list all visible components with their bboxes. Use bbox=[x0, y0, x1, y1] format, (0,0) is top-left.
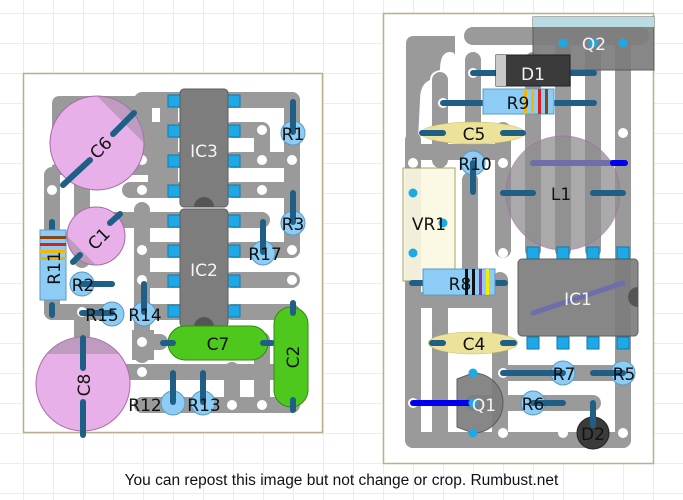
c8-label: C8 bbox=[75, 374, 95, 397]
resistor-r7[interactable]: R7 bbox=[500, 360, 576, 386]
d2-label: D2 bbox=[581, 425, 605, 445]
resistor-r2[interactable]: R2 bbox=[69, 271, 115, 297]
resistor-r10[interactable]: R10 bbox=[458, 150, 492, 195]
capacitor-c5[interactable]: C5 bbox=[419, 121, 526, 145]
left-board: C6 C1 R11 R2 bbox=[22, 72, 324, 438]
resistor-r11[interactable]: R11 bbox=[39, 219, 67, 318]
diode-d2[interactable]: D2 bbox=[576, 400, 610, 450]
r15-label: R15 bbox=[85, 306, 118, 326]
r2-label: R2 bbox=[72, 276, 95, 296]
vr1-label: VR1 bbox=[412, 215, 446, 235]
c2-label: C2 bbox=[284, 346, 304, 369]
resistor-r17[interactable]: R17 bbox=[248, 219, 282, 266]
c7-label: C7 bbox=[207, 335, 230, 355]
r8-band-1 bbox=[465, 269, 468, 295]
inductor-l1[interactable]: L1 bbox=[500, 135, 628, 251]
left-holes bbox=[47, 125, 297, 410]
r14-label: R14 bbox=[128, 306, 161, 326]
r8-band-4 bbox=[486, 269, 489, 295]
r11-band-3 bbox=[40, 250, 66, 253]
ic-ic1[interactable]: IC1 bbox=[517, 246, 639, 350]
capacitor-c4[interactable]: C4 bbox=[427, 331, 519, 355]
r8-band-2 bbox=[472, 269, 475, 295]
right-board: Q2 D1 R9 C5 bbox=[382, 12, 655, 465]
r8-label: R8 bbox=[449, 275, 472, 295]
r12-label: R12 bbox=[128, 396, 161, 416]
r17-label: R17 bbox=[248, 245, 281, 265]
r11-label: R11 bbox=[45, 251, 65, 284]
capacitor-c6[interactable]: C6 bbox=[49, 95, 145, 191]
l1-label: L1 bbox=[551, 185, 571, 205]
capacitor-c1[interactable]: C1 bbox=[66, 206, 126, 266]
r9-band-1 bbox=[524, 89, 527, 114]
q2-label: Q2 bbox=[582, 35, 606, 55]
r8-band-3 bbox=[479, 269, 482, 295]
resistor-r3[interactable]: R3 bbox=[280, 190, 306, 236]
r9-band-3 bbox=[538, 89, 541, 114]
ic-ic2[interactable]: IC2 bbox=[167, 208, 241, 328]
r5-label: R5 bbox=[613, 365, 636, 385]
transistor-q1[interactable]: Q1 bbox=[410, 368, 504, 438]
r3-label: R3 bbox=[282, 215, 305, 235]
resistor-r15[interactable]: R15 bbox=[79, 301, 125, 327]
r13-label: R13 bbox=[187, 396, 220, 416]
resistor-r13[interactable]: R13 bbox=[187, 370, 221, 416]
resistor-r8[interactable]: R8 bbox=[409, 268, 508, 296]
resistor-r14[interactable]: R14 bbox=[128, 281, 162, 327]
r11-band-2 bbox=[40, 243, 66, 246]
diode-d1[interactable]: D1 bbox=[470, 54, 597, 87]
c5-label: C5 bbox=[463, 125, 486, 145]
r1-label: R1 bbox=[282, 125, 305, 145]
capacitor-c2[interactable]: C2 bbox=[273, 300, 309, 413]
trimmer-vr1[interactable]: VR1 bbox=[402, 167, 456, 282]
r11-band-4 bbox=[40, 257, 66, 260]
ic2-label: IC2 bbox=[190, 261, 218, 281]
resistor-r5[interactable]: R5 bbox=[590, 360, 636, 386]
r7-label: R7 bbox=[553, 365, 576, 385]
r10-label: R10 bbox=[458, 155, 491, 175]
r9-band-2 bbox=[531, 89, 534, 114]
ic1-label: IC1 bbox=[564, 290, 592, 310]
c4-label: C4 bbox=[463, 335, 486, 355]
ic3-label: IC3 bbox=[190, 142, 218, 162]
copyright-notice: You can repost this image but not change… bbox=[124, 472, 559, 489]
resistor-r12[interactable]: R12 bbox=[128, 370, 186, 416]
resistor-r9[interactable]: R9 bbox=[440, 88, 597, 115]
capacitor-c7[interactable]: C7 bbox=[160, 325, 275, 361]
resistor-r1[interactable]: R1 bbox=[280, 99, 306, 146]
resistor-r6[interactable]: R6 bbox=[520, 390, 566, 416]
r9-label: R9 bbox=[507, 94, 530, 114]
r9-band-4 bbox=[545, 89, 548, 114]
ic-ic3[interactable]: IC3 bbox=[167, 88, 241, 208]
q1-label: Q1 bbox=[472, 396, 496, 416]
r11-band-1 bbox=[40, 236, 66, 239]
d1-label: D1 bbox=[521, 65, 545, 85]
r6-label: R6 bbox=[522, 395, 545, 415]
